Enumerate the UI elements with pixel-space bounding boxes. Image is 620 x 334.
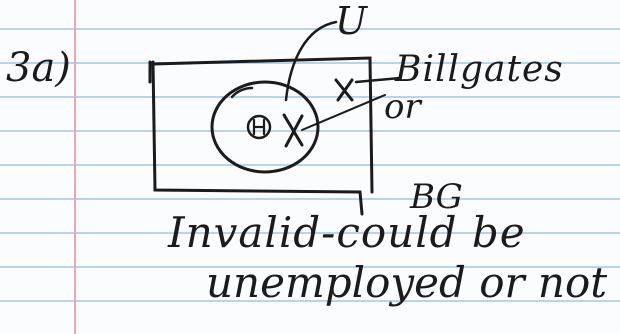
bg-label: BG [410, 177, 463, 217]
bill-pointer [354, 76, 402, 84]
question-label: 3a) [6, 45, 71, 91]
inner-circle [210, 80, 320, 174]
circle-arc [230, 86, 254, 99]
outer-cross [334, 78, 354, 102]
margin-line [74, 0, 76, 334]
inner-cross [282, 113, 304, 148]
or-pointer [301, 94, 386, 131]
answer-line-2: unemployed or not [206, 258, 608, 307]
h-circle [246, 114, 272, 140]
bill-gates-label: Billgates [395, 49, 564, 90]
answer-line-1: Invalid-could be [168, 208, 526, 257]
or-label: or [384, 87, 421, 127]
universe-label: U [335, 0, 368, 43]
u-pointer [284, 20, 338, 102]
h-mark [252, 118, 266, 136]
universe-rectangle [151, 56, 374, 216]
